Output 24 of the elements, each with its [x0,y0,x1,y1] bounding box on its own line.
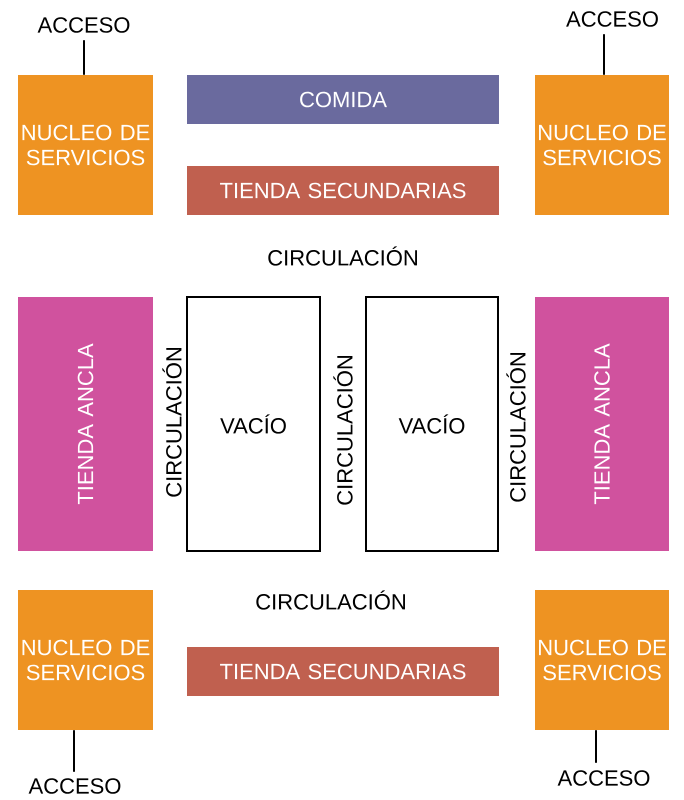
void-box: VACÍO [186,296,321,552]
connector-line [73,730,75,772]
connector-line [603,34,605,75]
service-core-box: NUCLEO DE SERVICIOS [18,75,153,215]
access-label: ACCESO [38,17,130,33]
service-core-box: NUCLEO DE SERVICIOS [18,590,153,730]
circulation-label: CIRCULACIÓN [162,348,182,497]
void-box: VACÍO [365,296,499,552]
circulation-label: CIRCULACIÓN [333,356,353,505]
store-box: TIENDA SECUNDARIAS [187,166,499,215]
anchor-store-box: TIENDA ANCLA [18,297,153,551]
access-label: ACCESO [28,778,120,794]
anchor-store-box: TIENDA ANCLA [535,297,669,551]
circulation-label: CIRCULACIÓN [256,590,405,610]
access-label: ACCESO [566,11,658,27]
access-label: ACCESO [558,770,650,786]
service-core-box: NUCLEO DE SERVICIOS [535,590,669,730]
food-area-box: COMIDA [187,75,499,124]
circulation-label: CIRCULACIÓN [268,246,417,266]
circulation-label: CIRCULACIÓN [506,353,526,502]
store-box: TIENDA SECUNDARIAS [187,647,499,696]
connector-line [83,40,85,75]
connector-line [595,730,597,763]
service-core-box: NUCLEO DE SERVICIOS [535,75,669,215]
